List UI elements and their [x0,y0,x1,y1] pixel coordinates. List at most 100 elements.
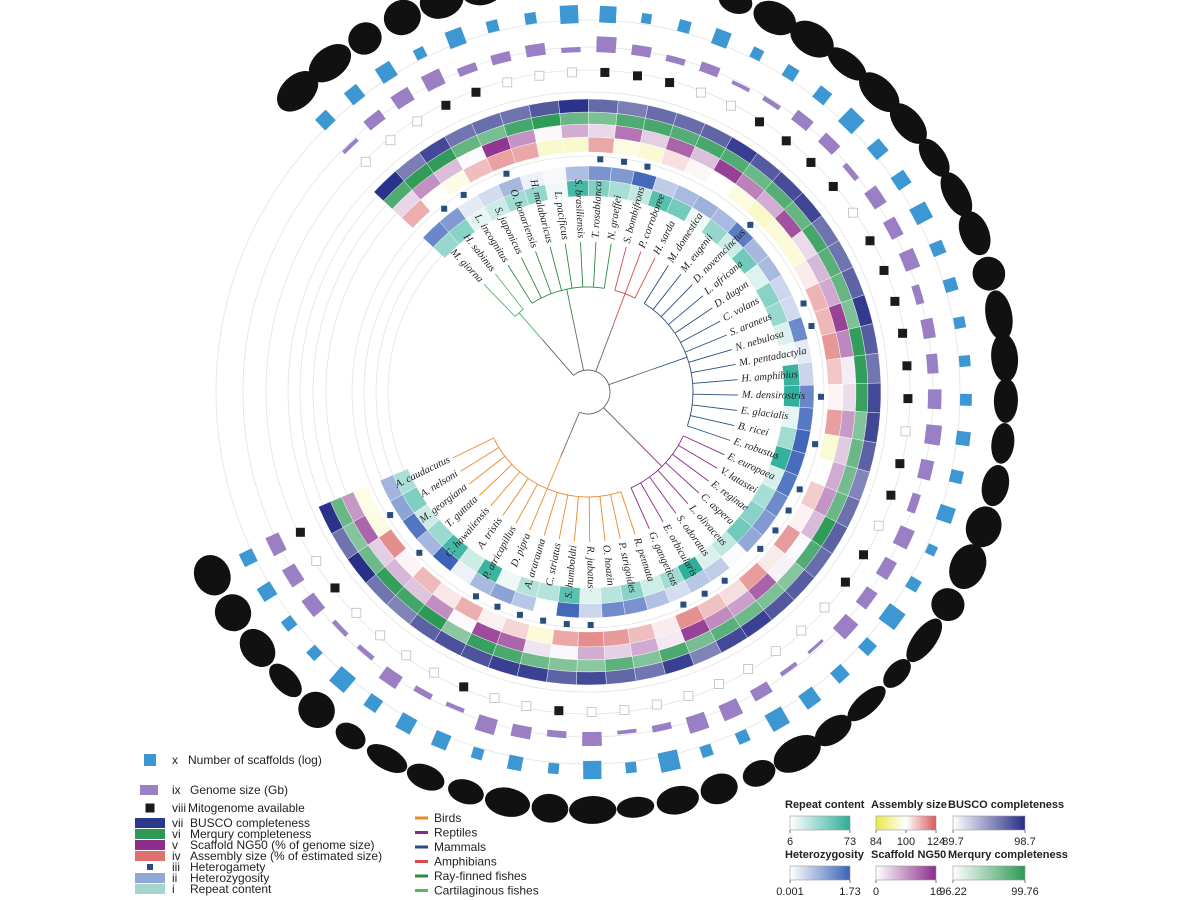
assembly-size-cell [562,136,589,154]
genome-size-bar [855,586,878,610]
clade-legend: BirdsReptilesMammalsAmphibiansRay-finned… [415,811,539,898]
animal-silhouette-icon [981,465,1010,507]
mitogenome-marker [567,67,577,78]
genome-size-bar [524,42,546,58]
ring-legend-label: Merqury completeness [190,827,311,841]
heterogamety-marker [597,156,604,163]
clade-legend-label: Birds [434,811,461,825]
scaffold-count-marker [942,276,959,293]
genome-size-bar [456,62,479,77]
genome-size-bar [546,729,567,739]
tree-arc [493,437,622,498]
scaffold-count-marker [624,761,637,774]
tree-branch [529,488,548,531]
heterozygosity-cell [379,474,403,502]
genome-size-bar [651,721,673,733]
tree-branch [612,293,626,327]
scale-tick-label: 16 [930,886,942,898]
tree-root-arc [573,369,611,415]
heterogamety-marker [680,601,687,608]
scaffold-count-marker [640,12,653,25]
ring-legend-label: BUSCO completeness [190,816,310,830]
tree-branch [495,273,524,310]
mitogenome-marker [902,361,912,371]
genome-size-bar [779,661,798,677]
scaffold-count-marker [734,728,751,745]
species-label: M. densirostris [741,390,805,402]
heterozygosity-cell [578,603,603,619]
mitogenome-marker [848,207,858,218]
scaffold-count-marker [959,393,972,406]
scaffold-count-marker [524,11,538,25]
animal-silhouette-icon [406,763,445,791]
tree-branch [593,242,597,288]
heterogamety-marker [747,221,754,228]
ring-legend-label: Repeat content [190,882,272,896]
genome-size-bar [420,68,446,92]
scale-tick-label: 0.001 [776,886,804,898]
scale-tick-label: 98.7 [1014,836,1035,848]
merqury-cell [559,111,589,126]
tree-arc [514,309,524,317]
species-label: C. striatus [544,542,563,587]
animal-silhouette-icon [918,138,950,177]
ring-legend-roman: iv [172,849,181,863]
animal-silhouette-icon [859,72,900,113]
heterogamety-marker [701,590,708,597]
scaffold-count-marker [890,169,912,191]
scaffold-count-marker [315,109,336,131]
tree-branch [460,447,500,472]
ring-legend-label: Mitogenome available [188,801,305,815]
scaffold-count-marker [599,5,617,24]
animal-silhouette-icon [656,785,699,815]
scaffold-count-marker [256,581,278,603]
scaffold-count-marker [677,19,692,34]
tree-branch [636,441,663,467]
tree-branch [660,284,693,317]
mitogenome-marker [385,135,396,146]
tree-branch [652,273,682,310]
ring-legend-swatch [144,754,156,766]
assembly-size-cell [588,136,615,154]
heterogamety-marker [472,593,479,600]
heterogamety-marker [721,577,728,584]
genome-size-bar [924,424,943,446]
merqury-cell [855,383,869,413]
tree-branch [543,492,558,536]
species-label: O. hoazin [600,544,616,586]
heterogamety-marker [772,527,779,534]
animal-silhouette-icon [569,796,617,824]
animal-silhouette-icon [773,734,821,773]
tree-branch [558,494,569,540]
heterogamety-marker [387,512,394,519]
species-label: B. ricei [737,421,770,439]
scaffold-count-marker [238,548,258,568]
tree-arc [644,302,694,427]
phylogenetic-tree [452,242,738,542]
ring-legend-swatch [135,840,165,850]
heterogamety-marker [808,323,815,330]
genome-size-bar [596,36,617,54]
heterogamety-marker [817,393,824,400]
scaffold-count-marker [948,469,965,485]
genome-size-bar [265,532,287,557]
animal-silhouette-icon [277,71,319,112]
tree-branch [692,379,738,384]
tree-branch [580,242,584,288]
tree-branch [560,412,580,457]
tree-branch [610,494,621,539]
scaffold-count-marker [657,749,681,773]
tree-branch [692,404,737,411]
genome-size-bar [807,638,824,655]
tree-branch [668,295,704,325]
assembly-size-cell [825,357,844,385]
assembly-size-cell [827,383,844,411]
animal-silhouette-icon [965,506,1002,548]
scaffold-count-marker [830,663,850,684]
scaffold-count-marker [958,355,971,368]
genome-size-bar [665,54,686,66]
scale-gradient-bar [875,815,937,831]
scale-tick-label: 89.7 [942,836,963,848]
